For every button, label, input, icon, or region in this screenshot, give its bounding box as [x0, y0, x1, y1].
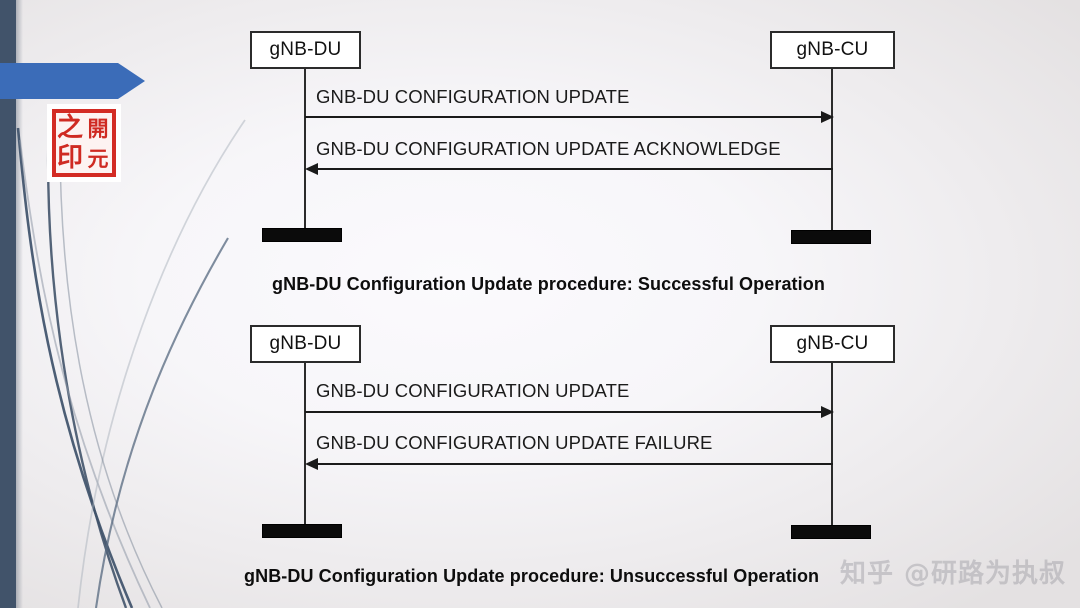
message-label-2-2: GNB-DU CONFIGURATION UPDATE FAILURE	[316, 432, 713, 453]
arrowhead-left-2-2	[305, 458, 318, 470]
arrowhead-right-1-1	[821, 111, 834, 123]
sequence-diagram-successful: gNB-DU gNB-CU GNB-DU CONFIGURATION UPDAT…	[0, 0, 1080, 300]
message-label-1-2: GNB-DU CONFIGURATION UPDATE ACKNOWLEDGE	[316, 138, 781, 159]
message-arrow-1-2	[317, 168, 833, 170]
lifeline-gnb-du-2	[304, 363, 306, 529]
terminator-gnb-du-2	[262, 524, 342, 538]
caption-successful: gNB-DU Configuration Update procedure: S…	[272, 274, 825, 294]
terminator-gnb-du-1	[262, 228, 342, 242]
actor-box-gnb-cu-1: gNB-CU	[770, 31, 895, 69]
message-arrow-1-1	[305, 116, 827, 118]
sequence-diagram-unsuccessful: gNB-DU gNB-CU GNB-DU CONFIGURATION UPDAT…	[0, 294, 1080, 608]
lifeline-gnb-du-1	[304, 69, 306, 231]
actor-box-gnb-du-1: gNB-DU	[250, 31, 361, 69]
arrowhead-left-1-2	[305, 163, 318, 175]
seal-char-4: 印	[56, 143, 83, 173]
message-arrow-2-1	[305, 411, 827, 413]
terminator-gnb-cu-2	[791, 525, 871, 539]
seal-char-1: 開	[87, 115, 109, 141]
message-label-2-1: GNB-DU CONFIGURATION UPDATE	[316, 380, 630, 401]
left-edge-bar	[0, 0, 16, 608]
actor-box-gnb-du-2: gNB-DU	[250, 325, 361, 363]
caption-unsuccessful: gNB-DU Configuration Update procedure: U…	[244, 566, 820, 586]
seal-char-2: 元	[87, 145, 109, 171]
terminator-gnb-cu-1	[791, 230, 871, 244]
blue-arrow-banner	[0, 63, 145, 99]
arrowhead-right-2-1	[821, 406, 834, 418]
red-seal-stamp: 開 元 之 印	[47, 104, 121, 182]
lifeline-gnb-cu-2	[831, 363, 833, 529]
seal-char-3: 之	[56, 113, 83, 143]
message-label-1-1: GNB-DU CONFIGURATION UPDATE	[316, 86, 630, 107]
message-arrow-2-2	[317, 463, 833, 465]
actor-box-gnb-cu-2: gNB-CU	[770, 325, 895, 363]
lifeline-gnb-cu-1	[831, 69, 833, 231]
zhihu-watermark: 知乎 @研路为执叔	[839, 559, 1066, 589]
